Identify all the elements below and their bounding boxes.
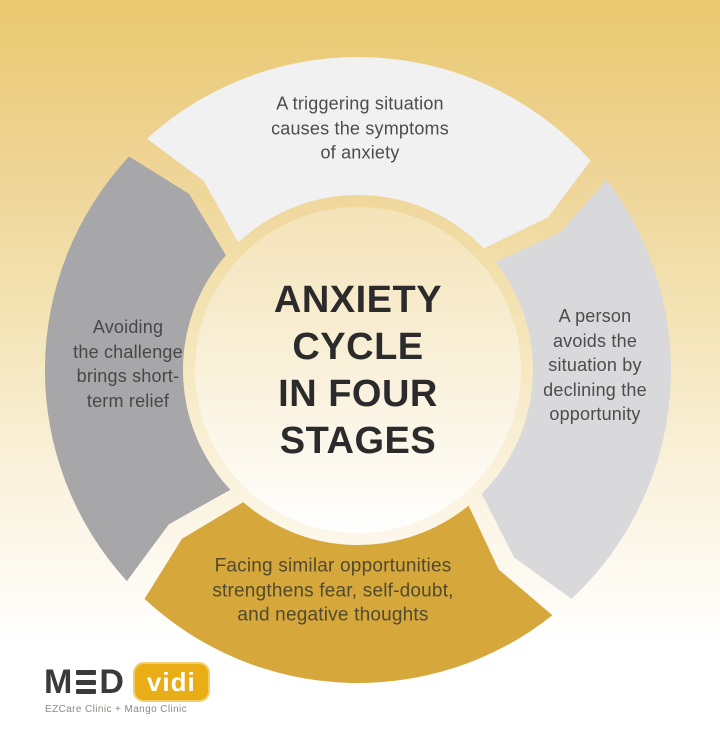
- logo-e-bars-icon: [76, 670, 97, 694]
- logo-letter-m: M: [44, 663, 74, 701]
- stage-label-avoidance: A person avoids the situation by declini…: [543, 305, 647, 424]
- logo-med-wordmark: M D: [44, 665, 125, 699]
- cycle-segment-right: [481, 179, 671, 599]
- stage-label-trigger: A triggering situation causes the sympto…: [271, 93, 449, 163]
- cycle-segment-left: [44, 156, 231, 582]
- diagram-title: ANXIETY CYCLE IN FOUR STAGES: [273, 279, 443, 462]
- cycle-segment-top: [146, 56, 591, 249]
- stage-label-reinforcement: Facing similar opportunities strengthens…: [212, 555, 454, 626]
- logo-vidi-badge: vidi: [132, 662, 210, 702]
- center-disc: [195, 207, 521, 533]
- cycle-segment-bottom: [144, 502, 553, 684]
- stage-label-relief: Avoiding the challenge brings short- ter…: [73, 317, 183, 411]
- medvidi-logo: M D vidi: [44, 662, 210, 702]
- logo-letter-d: D: [99, 663, 125, 701]
- logo-tagline: EZCare Clinic + Mango Clinic: [45, 704, 188, 715]
